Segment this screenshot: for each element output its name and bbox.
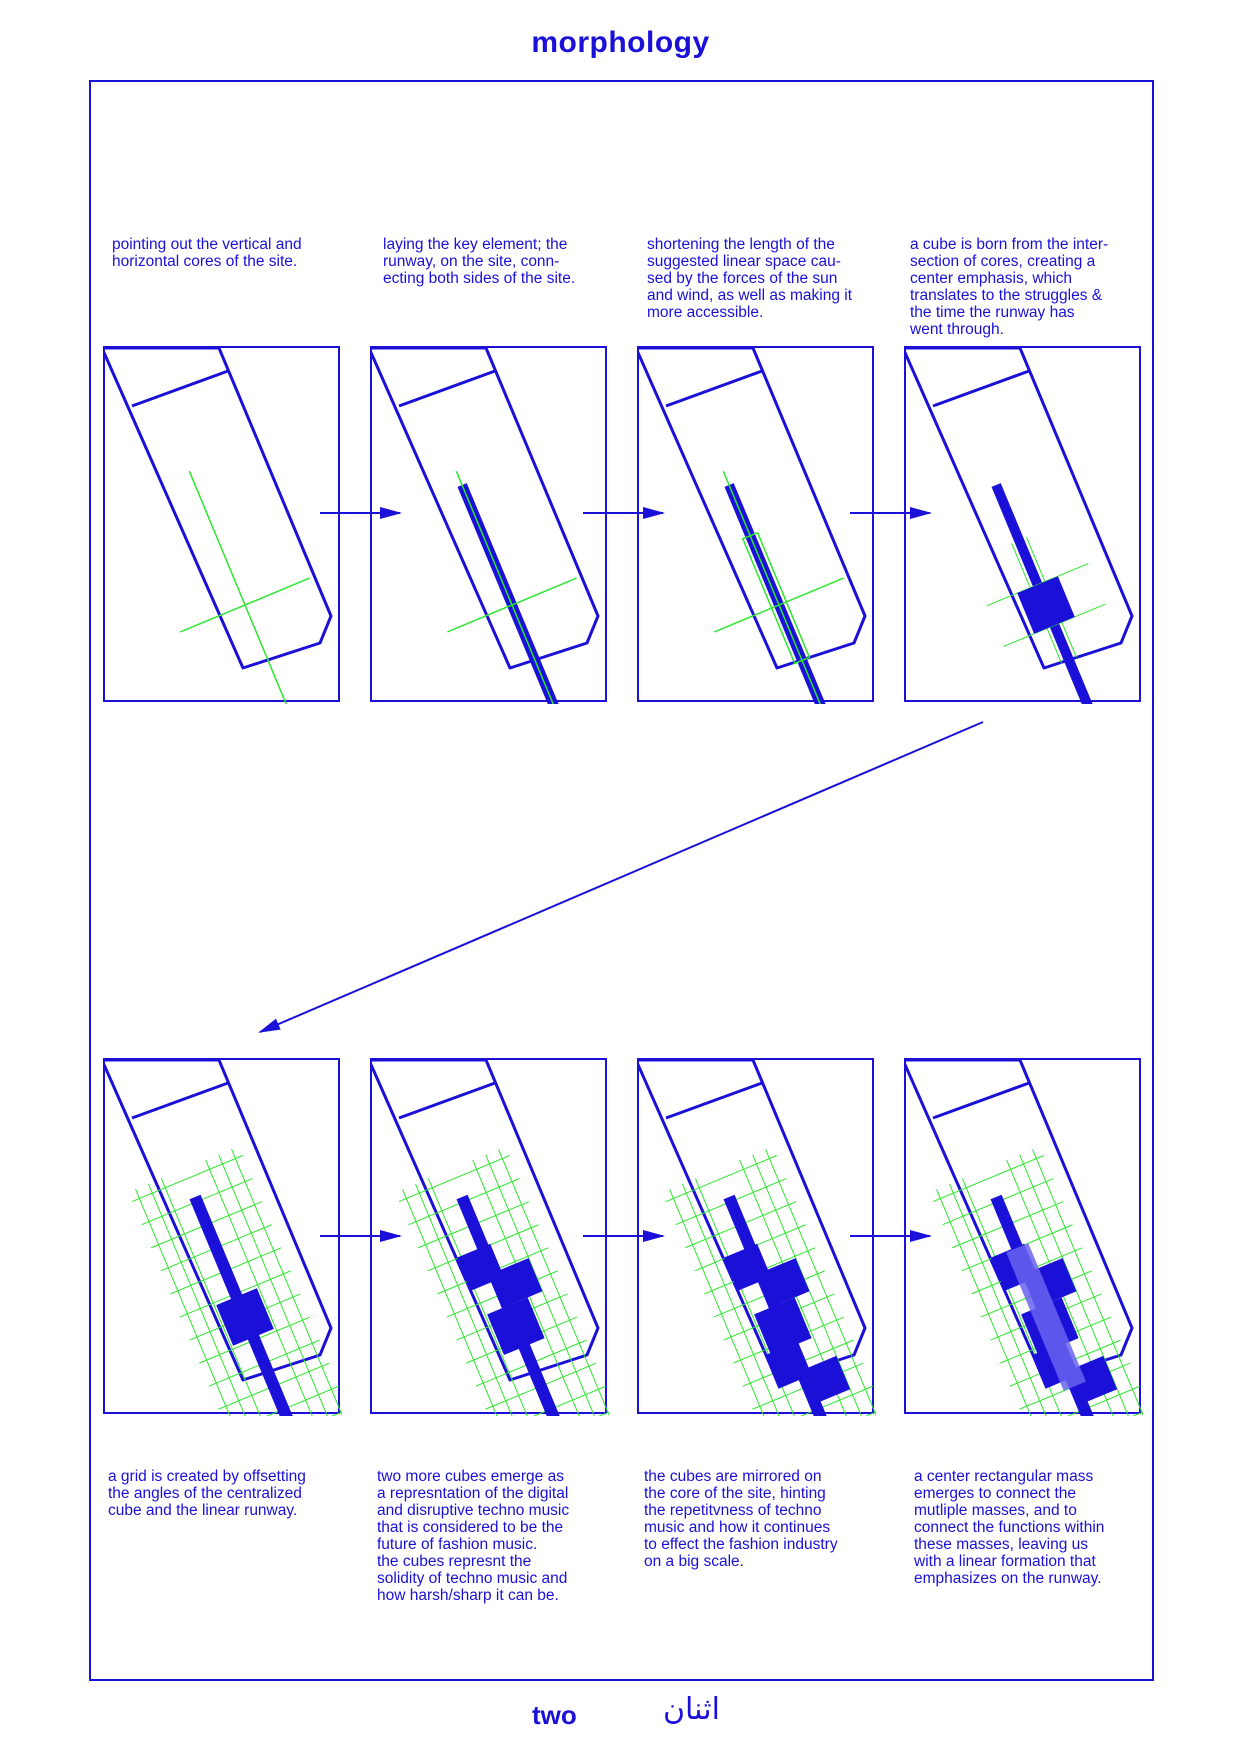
caption-step-4: a cube is born from the inter- section o… [910,236,1109,338]
horizontal-core-line [447,577,577,633]
grid-line [949,1183,1047,1416]
caption-step-5: a grid is created by offsetting the angl… [108,1468,306,1519]
arrow-row-wrap [258,721,984,1033]
site-entry-band [665,1081,763,1120]
site-entry-band [398,1081,496,1120]
panel-step-1 [103,346,340,704]
center-connecting-mass [1006,1243,1086,1391]
grid-line [402,1189,498,1416]
horizontal-core-line [180,577,310,633]
cube-mass [495,1258,543,1306]
caption-step-3: shortening the length of the suggested l… [647,236,853,321]
central-cube [754,1297,812,1355]
grid-line [415,1183,513,1416]
site-entry-band [131,1081,229,1120]
grid-line [665,1155,777,1203]
site-diagram-5 [105,1060,342,1416]
grid-line [205,1159,313,1416]
grid-line [472,1159,580,1416]
site-entry-band [932,369,1030,408]
site-outline [105,1060,333,1382]
grid-line [398,1155,510,1203]
site-entry-band [932,1081,1030,1120]
site-entry-band [398,369,496,408]
footer-arabic: اثنان [663,1692,720,1727]
panel-step-7 [637,1058,876,1416]
grid-line [498,1149,609,1416]
grid-line [485,1154,595,1416]
grid-line [669,1189,765,1416]
site-diagram-7 [639,1060,876,1416]
site-outline [105,348,333,670]
site-diagram-4 [906,348,1134,704]
runway [457,483,559,704]
cube-mass [457,1243,504,1291]
site-diagram-1 [105,348,333,704]
cube-mass [1070,1355,1118,1403]
site-outline [639,348,867,670]
runway [724,483,826,704]
grid-line [131,1155,243,1203]
panel-step-8 [904,1058,1143,1416]
site-diagram-3 [639,348,867,704]
grid-line [1006,1159,1114,1416]
grid-line [739,1159,847,1416]
site-outline [906,348,1134,670]
footer-english: two [532,1700,577,1730]
grid-line [135,1189,231,1416]
grid-line [752,1154,862,1416]
site-outline [639,1060,867,1382]
site-diagram-6 [372,1060,609,1416]
cube-mass [724,1243,771,1291]
central-cube [487,1297,545,1355]
caption-step-2: laying the key element; the runway, on t… [383,236,576,287]
site-entry-band [665,369,763,408]
grid-line [218,1154,328,1416]
page-title: morphology [531,26,710,59]
cube-mass [764,1341,812,1389]
central-cube [1017,576,1075,634]
central-cube [216,1288,274,1346]
cube-mass [762,1258,810,1306]
grid-line [932,1155,1044,1203]
site-entry-band [131,369,229,408]
caption-step-1: pointing out the vertical and horizontal… [112,236,302,270]
grid-line [1032,1149,1143,1416]
grid-line [682,1183,780,1416]
grid-line [1019,1154,1129,1416]
panel-step-4 [904,346,1141,704]
site-diagram-2 [372,348,600,704]
diagram-frame [89,80,1154,1681]
horizontal-core-line [714,577,844,633]
caption-step-7: the cubes are mirrored on the core of th… [644,1468,838,1570]
panel-step-2 [370,346,607,704]
grid-line [765,1149,876,1416]
site-outline [372,348,600,670]
site-outline [906,1060,1134,1382]
cube-mass [803,1355,851,1403]
site-diagram-8 [906,1060,1143,1416]
site-outline [372,1060,600,1382]
grid-line [231,1149,342,1416]
grid-line [961,1178,1062,1416]
grid-line [427,1178,528,1416]
grid-line [694,1178,795,1416]
panel-step-3 [637,346,874,704]
grid-line [148,1183,246,1416]
caption-step-8: a center rectangular mass emerges to con… [914,1468,1105,1587]
caption-step-6: two more cubes emerge as a represntation… [377,1468,570,1604]
grid-line [160,1178,261,1416]
shortened-runway-outline [741,531,811,665]
grid-line [936,1189,1032,1416]
